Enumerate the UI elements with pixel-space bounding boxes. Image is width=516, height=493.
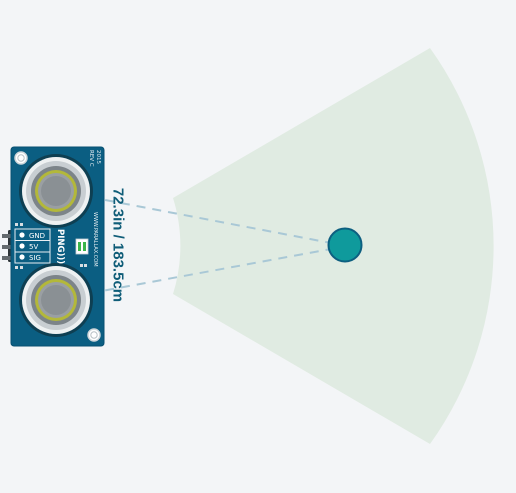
- sensor-revision: REV C: [88, 150, 94, 167]
- transducer-top: [19, 154, 93, 228]
- onboard-component: [75, 238, 89, 267]
- target-object[interactable]: [327, 227, 363, 263]
- sensor-brand-url: WWW.PARALLAX.COM: [92, 212, 98, 267]
- distance-readout: 72.3in / 183.5cm: [109, 187, 127, 303]
- transducer-bottom: [19, 263, 93, 337]
- sensor-model-label: PING))): [55, 229, 65, 264]
- pin-label-gnd: GND: [29, 232, 45, 240]
- beam-bottom: [57, 248, 332, 300]
- pin-label-box: GND 5V SIG: [14, 228, 51, 264]
- mounting-hole-top: [14, 151, 28, 165]
- pin-label-5v: 5V: [29, 243, 38, 251]
- pin-label-sig: SIG: [29, 254, 41, 262]
- mounting-hole-bottom: [87, 328, 101, 342]
- sensor-year: 2015: [95, 150, 101, 164]
- beam-top: [57, 190, 332, 244]
